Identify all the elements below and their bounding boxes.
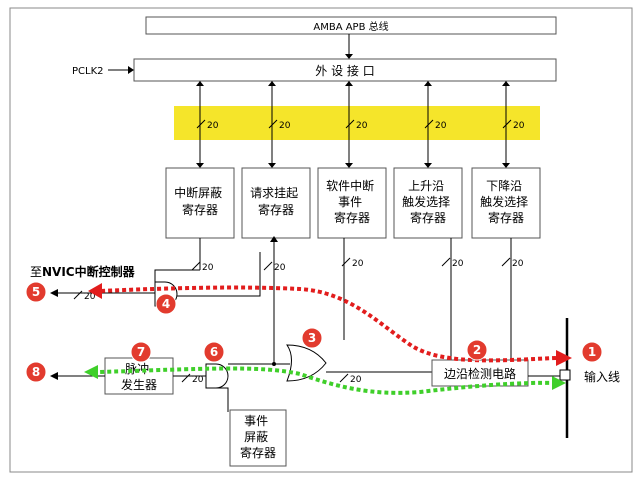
event-mask-register (229, 409, 287, 467)
bus-width-tick (181, 373, 191, 383)
bus-width-tick (73, 290, 83, 300)
nvic-label: 至NVIC中断控制器 (30, 264, 136, 279)
red-path-arrow-right (556, 350, 572, 366)
bus-width-tick (424, 119, 434, 129)
interrupt-mask-register-label: 中断屏蔽 寄存器 (174, 185, 226, 217)
step-marker-number: 3 (308, 331, 316, 345)
mask-to-and-line-2 (154, 269, 200, 282)
bus-width-label: 20 (352, 259, 364, 269)
step-marker-number: 5 (32, 285, 40, 299)
step-marker-circle (130, 341, 152, 363)
bus-width-label: 20 (192, 375, 204, 385)
pclk2-label: PCLK2 (72, 66, 104, 77)
bus-connector-arrow (345, 54, 353, 59)
peripheral-interface-label: 外 设 接 口 (315, 63, 374, 78)
step-marker-number: 8 (32, 365, 40, 379)
pending-to-nvic-line (175, 252, 261, 297)
edge-detect-label: 边沿检测电路 (444, 366, 516, 381)
register-link-arrow-up (424, 81, 432, 86)
register-link-arrow-up (196, 81, 204, 86)
amba-bus (145, 16, 557, 35)
bus-width-label: 20 (452, 259, 464, 269)
bus-width-tick (441, 257, 451, 267)
step-marker-number: 2 (473, 343, 481, 357)
input-line-label: 输入线 (584, 369, 620, 384)
bus-width-label: 20 (84, 292, 96, 302)
step-marker-number: 7 (137, 345, 145, 359)
bus-width-label: 20 (274, 263, 286, 273)
bus-width-tick (501, 257, 511, 267)
pending-register-label: 请求挂起 寄存器 (250, 186, 302, 217)
red-path-arrow-left (88, 283, 102, 299)
pending-arrow (270, 236, 278, 242)
bus-width-label: 20 (512, 259, 524, 269)
bus-width-tick (341, 257, 351, 267)
step-marker-circle (581, 341, 603, 363)
register-link-arrow-down (268, 163, 276, 168)
step-marker-circle (155, 293, 177, 315)
step-marker-circle (466, 339, 488, 361)
green-event-path (99, 366, 557, 395)
step-marker-number: 1 (588, 345, 596, 359)
step-marker-circle (301, 327, 323, 349)
bus-width-tick (268, 119, 278, 129)
rising-edge-register-label: 上升沿 触发选择 寄存器 (402, 179, 454, 225)
bus-width-label: 20 (202, 263, 214, 273)
bus-width-tick (191, 261, 201, 271)
register-link-arrow-up (268, 81, 276, 86)
bus-width-label: 20 (435, 121, 447, 131)
register-link-arrow-up (345, 81, 353, 86)
register-link-arrow-down (196, 163, 204, 168)
register-link-arrow-down (424, 163, 432, 168)
rising-edge-register (393, 167, 463, 239)
data-bus-highlight (174, 106, 540, 140)
step-marker-number: 4 (162, 297, 170, 311)
nvic-output-arrow (50, 289, 58, 297)
bus-width-tick (502, 119, 512, 129)
bus-width-label: 20 (350, 375, 362, 385)
step-marker-circle (25, 361, 47, 383)
outer-frame (9, 7, 633, 473)
bus-width-tick (339, 373, 349, 383)
pclk2-arrow (128, 66, 134, 74)
falling-edge-register (471, 167, 541, 239)
input-pin (559, 369, 571, 381)
bus-width-ticks: 20 20 20 20 20 20 20 20 20 20 20 20 20 (73, 119, 525, 385)
register-link-arrow-up (502, 81, 510, 86)
software-interrupt-register-label: 软件中断 事件 寄存器 (326, 178, 378, 225)
bus-width-tick (196, 119, 206, 129)
falling-edge-register-label: 下降沿 触发选择 寄存器 (480, 179, 532, 225)
event-mask-register-label: 事件 屏蔽 寄存器 (240, 414, 276, 460)
bus-width-tick (345, 119, 355, 129)
amba-bus-label: AMBA APB 总线 (313, 20, 388, 33)
register-link-arrow-down (345, 163, 353, 168)
bus-width-tick (263, 261, 273, 271)
step-marker-number: 6 (210, 345, 218, 359)
step-marker-circle (203, 341, 225, 363)
event-output-arrow (50, 372, 58, 380)
bus-width-label: 20 (279, 121, 291, 131)
register-link-arrow-down (502, 163, 510, 168)
event-mask-to-and-line (216, 387, 229, 412)
bus-width-label: 20 (513, 121, 525, 131)
step-markers: 1 2 3 4 5 6 7 8 (25, 281, 603, 383)
bus-width-label: 20 (207, 121, 219, 131)
pending-register (241, 167, 311, 239)
software-interrupt-register (317, 167, 387, 239)
step-marker-circle (25, 281, 47, 303)
green-path-arrow-right (552, 376, 566, 390)
bus-width-label: 20 (356, 121, 368, 131)
interrupt-mask-register (165, 167, 235, 239)
green-path-arrow-left (84, 365, 98, 379)
